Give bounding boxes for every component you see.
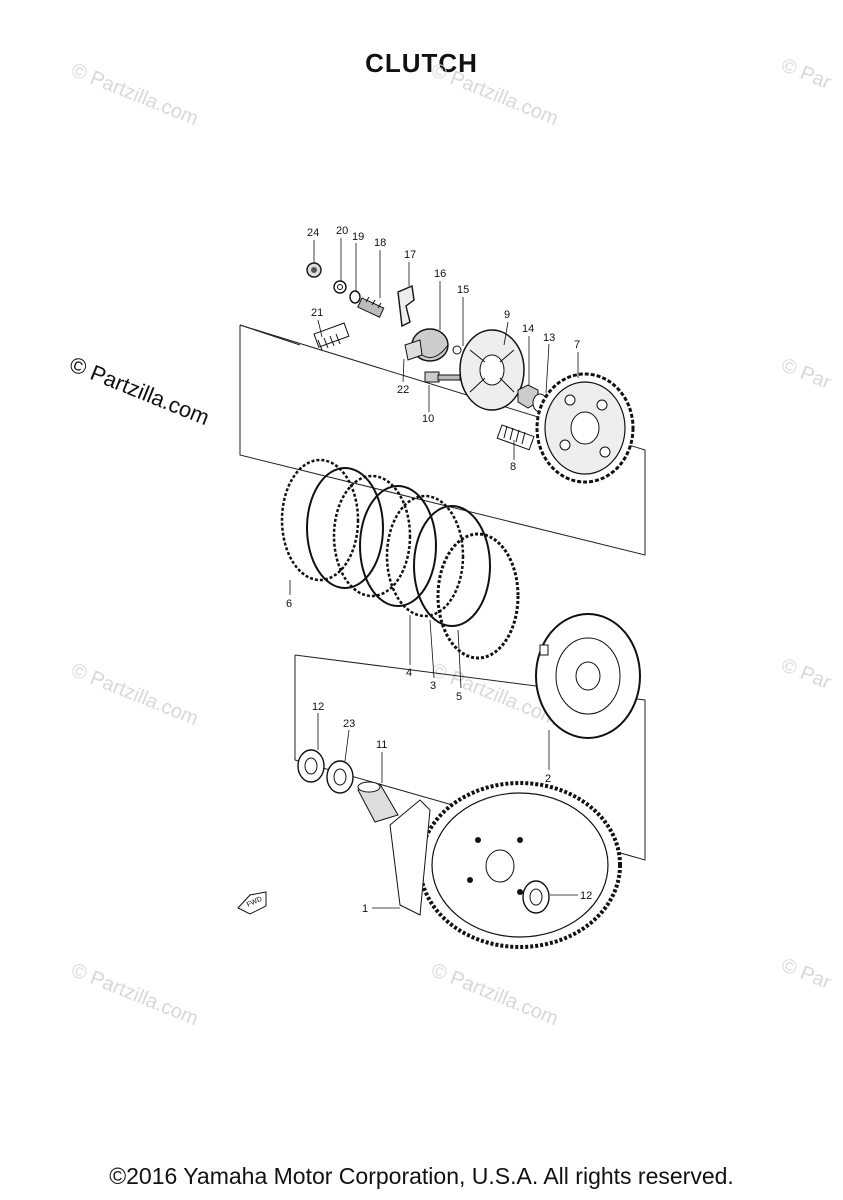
callout-4: 4: [406, 667, 412, 679]
part-thrust-washer-12b: [522, 880, 550, 914]
callout-15: 15: [457, 284, 469, 296]
part-spacer-11: [357, 781, 399, 823]
callout-8: 8: [510, 461, 516, 473]
watermark: © Partzilla.com: [68, 659, 201, 730]
part-ball-15: [452, 345, 462, 355]
watermark: © Par: [778, 954, 834, 994]
part-bolt-10: [424, 371, 461, 383]
callout-16: 16: [434, 268, 446, 280]
fwd-arrow-icon: FWD: [237, 891, 267, 915]
part-washer-19: [349, 290, 361, 304]
part-gear-7: [535, 372, 635, 484]
callout-20: 20: [336, 225, 348, 237]
part-bolt-22: [404, 339, 423, 361]
callout-24: 24: [307, 227, 319, 239]
callout-14: 14: [522, 323, 534, 335]
callout-10: 10: [422, 413, 434, 425]
callout-1: 1: [362, 903, 368, 915]
callout-5: 5: [456, 691, 462, 703]
part-thrust-washer-12: [297, 749, 325, 783]
part-washer-20: [333, 280, 347, 294]
callout-19: 19: [352, 231, 364, 243]
copyright-notice: ©2016 Yamaha Motor Corporation, U.S.A. A…: [109, 1163, 734, 1189]
callout-6: 6: [286, 598, 292, 610]
watermark: © Par: [778, 54, 834, 94]
watermark: © Partzilla.com: [68, 959, 201, 1030]
part-spring-21: [313, 322, 350, 351]
assembly-outlines: [239, 324, 646, 861]
part-lever-17: [397, 284, 415, 328]
part-clutch-housing-1: [389, 781, 622, 949]
leader-lines: [289, 238, 579, 909]
callout-18: 18: [374, 237, 386, 249]
watermark: © Par: [778, 354, 834, 394]
part-washer-23: [326, 760, 354, 794]
watermark: © Partzilla.com: [68, 59, 201, 130]
part-clutch-boss-2: [535, 613, 641, 739]
callout-13: 13: [543, 332, 555, 344]
callout-12: 12: [312, 701, 324, 713]
watermark: © Par: [778, 654, 834, 694]
page-title: CLUTCH: [365, 48, 478, 78]
watermark: © Partzilla.com: [428, 959, 561, 1030]
part-pressure-plate-9: [459, 329, 525, 411]
callout-22: 22: [397, 384, 409, 396]
callout-12b: 12: [580, 890, 592, 902]
callout-7: 7: [574, 339, 580, 351]
callout-11: 11: [376, 739, 387, 751]
part-spring-8: [496, 424, 535, 451]
callout-9: 9: [504, 309, 510, 321]
watermark: © Partzilla.com: [428, 59, 561, 130]
callout-3: 3: [430, 680, 436, 692]
part-nut-24: [306, 262, 322, 278]
callout-2: 2: [545, 773, 551, 785]
callout-21: 21: [311, 307, 323, 319]
part-screw-18: [357, 296, 385, 318]
callout-17: 17: [404, 249, 416, 261]
callout-numbers: 24 20 19 18 17 16 15 9 14 13 7 21 22 10 …: [286, 225, 592, 915]
watermark-main: © Partzilla.com: [66, 351, 213, 430]
callout-23: 23: [343, 718, 355, 730]
part-plate-stack: [280, 458, 520, 660]
